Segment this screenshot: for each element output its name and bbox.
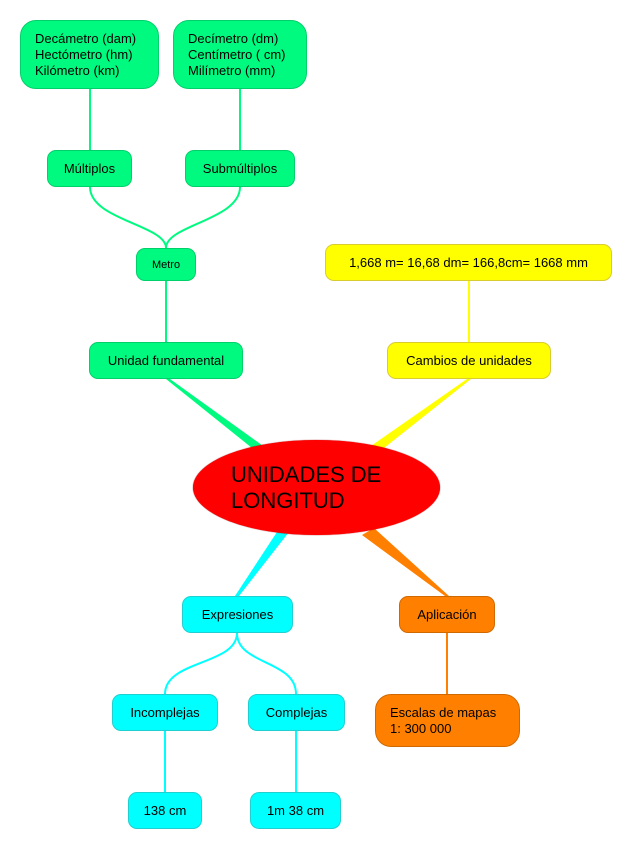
link-metro-multiplos — [89, 186, 167, 249]
node-metro[interactable]: Metro — [136, 248, 196, 281]
wedge-aplicacion — [362, 528, 449, 596]
central-topic[interactable]: UNIDADES DE LONGITUD — [193, 440, 440, 535]
link-metro-submultiplos — [165, 186, 241, 249]
node-conversion-example[interactable]: 1,668 m= 16,68 dm= 166,8cm= 1668 mm — [325, 244, 612, 281]
node-complejas-example[interactable]: 1m 38 cm — [250, 792, 341, 829]
node-multiplos-list[interactable]: Decámetro (dam) Hectómetro (hm) Kilómetr… — [20, 20, 159, 89]
node-submultiplos[interactable]: Submúltiplos — [185, 150, 295, 187]
link-expresiones-complejas — [236, 632, 297, 695]
central-topic-label: UNIDADES DE LONGITUD — [231, 462, 382, 513]
wedge-unidad — [166, 379, 266, 448]
node-complejas[interactable]: Complejas — [248, 694, 345, 731]
node-submultiplos-list[interactable]: Decímetro (dm) Centímetro ( cm) Milímetr… — [173, 20, 307, 89]
wedge-cambios — [368, 379, 471, 448]
node-aplicacion[interactable]: Aplicación — [399, 596, 495, 633]
wedge-expresiones — [235, 532, 289, 596]
node-unidad-fundamental[interactable]: Unidad fundamental — [89, 342, 243, 379]
link-expresiones-incomplejas — [164, 632, 238, 695]
node-cambios-de-unidades[interactable]: Cambios de unidades — [387, 342, 551, 379]
node-expresiones[interactable]: Expresiones — [182, 596, 293, 633]
node-escalas-de-mapas[interactable]: Escalas de mapas 1: 300 000 — [375, 694, 520, 747]
node-multiplos[interactable]: Múltiplos — [47, 150, 132, 187]
node-incomplejas[interactable]: Incomplejas — [112, 694, 218, 731]
node-incomplejas-example[interactable]: 138 cm — [128, 792, 202, 829]
